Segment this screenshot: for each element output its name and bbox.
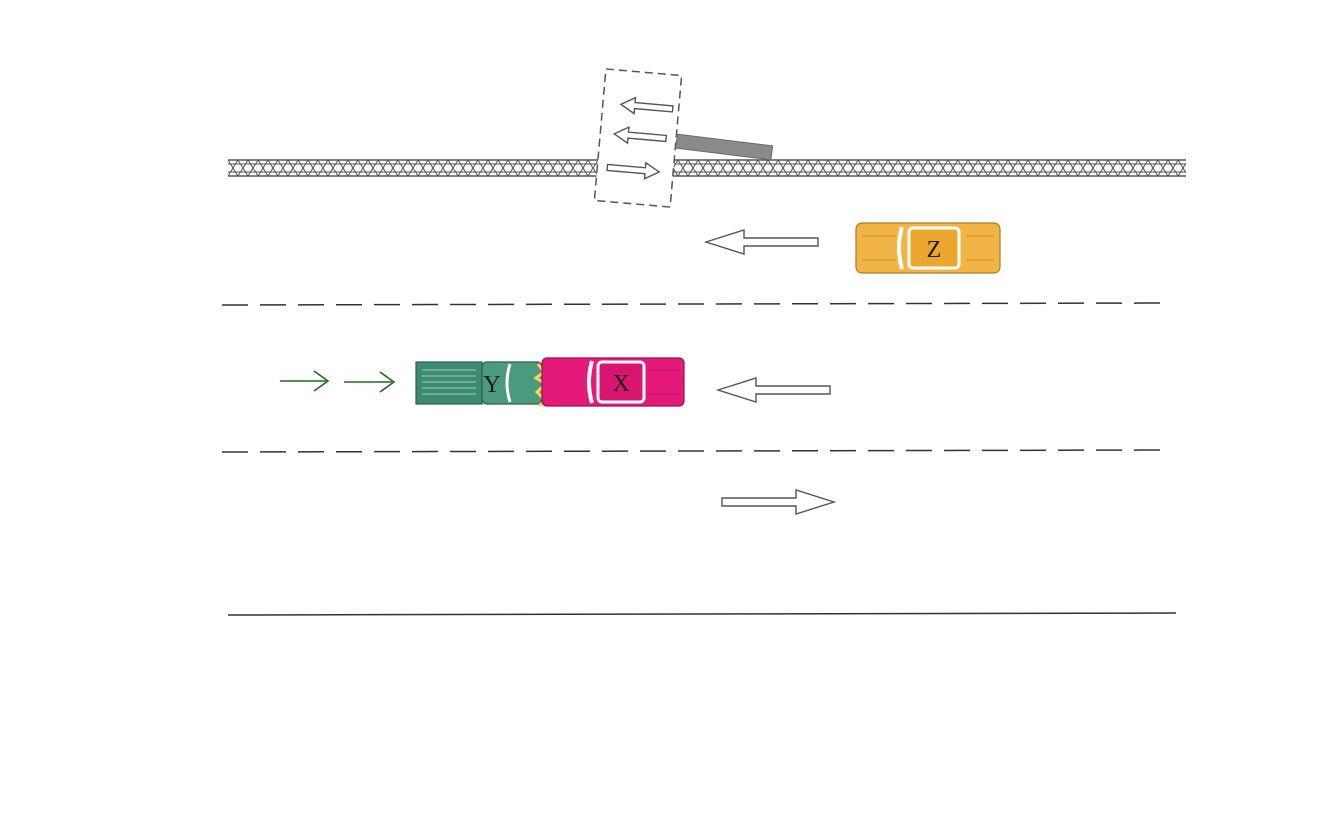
inset-arrow-right [606,161,661,180]
lane-divider-lower [221,449,1171,453]
vehicle-z-label: Z [927,237,942,263]
inset-arrow-left-2 [612,126,668,145]
road-edge-line [227,612,1177,616]
vehicle-x-label: X [612,371,629,397]
vehicle-y-label: Y [483,372,500,398]
vehicle-z: Z [855,222,1001,274]
vehicle-y: Y [415,361,543,405]
lane-3-arrow-right [721,489,837,515]
inset-arrow-left-1 [619,96,674,115]
vehicle-x: X [541,357,685,407]
median-barrier [228,159,1186,177]
barrier-fragment [675,133,774,161]
lane-2-arrow-left [715,377,831,403]
median-direction-inset [593,68,683,208]
lane-1-arrow-left [703,229,819,255]
vehicle-y-motion-arrow-1 [280,370,330,392]
vehicle-y-motion-arrow-2 [344,371,396,393]
lane-divider-upper [221,302,1171,306]
